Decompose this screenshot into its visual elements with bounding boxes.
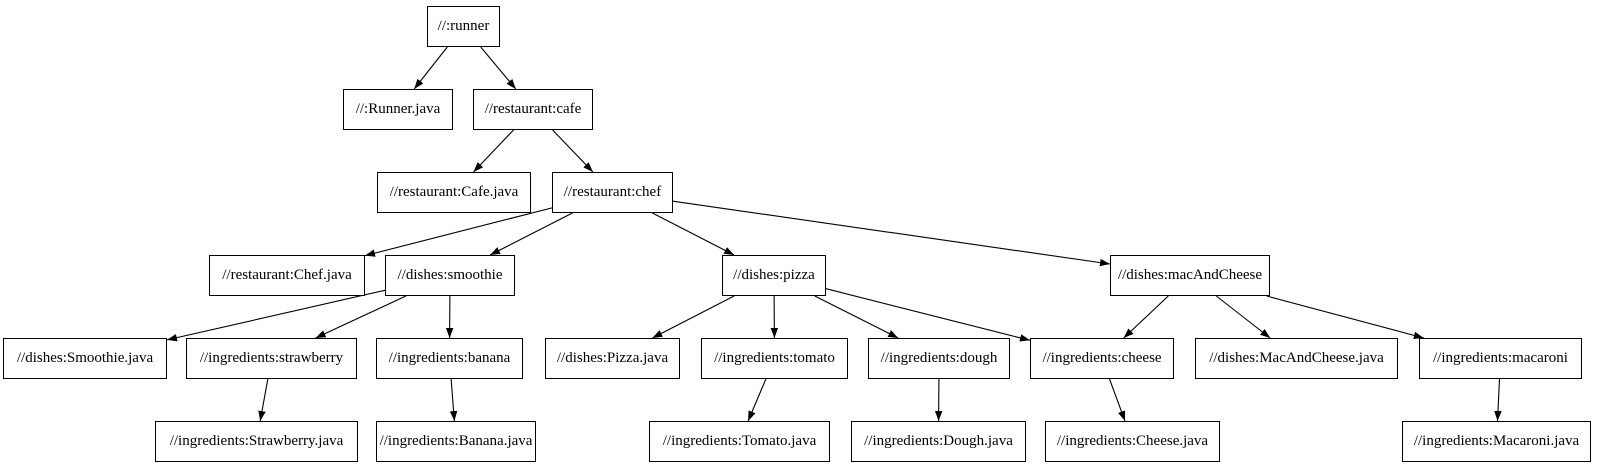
node-label: //dishes:pizza: [733, 267, 815, 283]
node-label: //ingredients:tomato: [714, 350, 835, 366]
node-label: //ingredients:strawberry: [199, 350, 344, 366]
edge-mac-to-macaroni: [1266, 295, 1424, 340]
edge-cheese-to-cheese_java: [1108, 378, 1126, 422]
graph-node-chef: //restaurant:chef: [552, 172, 673, 213]
graph-node-strawberry_java: //ingredients:Strawberry.java: [155, 421, 358, 462]
node-label: //ingredients:Dough.java: [864, 433, 1013, 449]
graph-node-mac: //dishes:macAndCheese: [1110, 255, 1270, 296]
graph-node-chef_java: //restaurant:Chef.java: [209, 255, 365, 296]
edge-runner-to-runner_java: [413, 46, 448, 90]
graph-node-smoothie: //dishes:smoothie: [385, 255, 515, 296]
graph-node-cheese: //ingredients:cheese: [1030, 338, 1174, 379]
node-label: //ingredients:Tomato.java: [662, 433, 817, 449]
graph-node-cheese_java: //ingredients:Cheese.java: [1045, 421, 1220, 462]
graph-node-runner: //:runner: [427, 6, 500, 47]
node-label: //ingredients:Cheese.java: [1056, 433, 1209, 449]
edge-chef-to-pizza: [652, 212, 735, 256]
node-label: //ingredients:Strawberry.java: [169, 433, 344, 449]
edge-tomato-to-tomato_java: [747, 378, 767, 422]
edge-mac-to-cheese: [1123, 295, 1169, 339]
graph-node-banana_java: //ingredients:Banana.java: [376, 421, 536, 462]
graph-node-cafe: //restaurant:cafe: [473, 89, 593, 130]
edge-pizza-to-dough: [814, 295, 899, 339]
node-label: //restaurant:Chef.java: [222, 267, 352, 283]
node-label: //ingredients:macaroni: [1433, 350, 1568, 366]
graph-node-pizza: //dishes:pizza: [722, 255, 826, 296]
node-label: //dishes:Smoothie.java: [16, 350, 154, 366]
edge-chef-to-chef_java: [364, 207, 553, 257]
node-label: //restaurant:chef: [563, 184, 662, 200]
edge-pizza-to-pizza_java: [652, 295, 735, 339]
edge-mac-to-mac_java: [1215, 295, 1271, 339]
graph-node-tomato: //ingredients:tomato: [701, 338, 848, 379]
edge-cafe-to-chef: [552, 129, 594, 173]
node-label: //dishes:MacAndCheese.java: [1209, 350, 1384, 366]
graph-node-tomato_java: //ingredients:Tomato.java: [649, 421, 830, 462]
graph-node-macaroni_java: //ingredients:Macaroni.java: [1402, 421, 1591, 462]
graph-node-smoothie_java: //dishes:Smoothie.java: [3, 338, 167, 379]
node-label: //:runner: [437, 18, 490, 34]
edge-runner-to-cafe: [480, 46, 517, 90]
node-label: //ingredients:dough: [880, 350, 998, 366]
edge-cafe-to-cafe_java: [473, 129, 514, 173]
edge-chef-to-mac: [672, 200, 1111, 267]
edge-pizza-to-cheese: [825, 288, 1031, 342]
edge-strawberry-to-strawberry_java: [258, 378, 269, 422]
edge-banana-to-banana_java: [449, 378, 458, 422]
graph-node-cafe_java: //restaurant:Cafe.java: [377, 172, 531, 213]
edge-smoothie-to-smoothie_java: [166, 289, 386, 342]
node-label: //dishes:Pizza.java: [556, 350, 669, 366]
edge-chef-to-smoothie: [489, 212, 573, 256]
node-label: //ingredients:cheese: [1042, 350, 1162, 366]
graph-node-mac_java: //dishes:MacAndCheese.java: [1195, 338, 1398, 379]
node-label: //dishes:smoothie: [397, 267, 503, 283]
node-label: //restaurant:Cafe.java: [389, 184, 519, 200]
node-label: //:Runner.java: [355, 101, 441, 117]
graph-node-strawberry: //ingredients:strawberry: [186, 338, 357, 379]
node-label: //dishes:macAndCheese: [1117, 267, 1263, 283]
node-label: //ingredients:Banana.java: [379, 433, 533, 449]
node-label: //ingredients:banana: [388, 350, 511, 366]
graph-node-runner_java: //:Runner.java: [343, 89, 453, 130]
edge-smoothie-to-strawberry: [315, 295, 407, 339]
graph-node-dough: //ingredients:dough: [868, 338, 1010, 379]
node-label: //restaurant:cafe: [484, 101, 582, 117]
graph-node-pizza_java: //dishes:Pizza.java: [545, 338, 680, 379]
node-label: //ingredients:Macaroni.java: [1413, 433, 1580, 449]
graph-node-banana: //ingredients:banana: [376, 338, 523, 379]
edge-macaroni-to-macaroni_java: [1494, 378, 1502, 422]
graph-node-macaroni: //ingredients:macaroni: [1419, 338, 1582, 379]
graph-node-dough_java: //ingredients:Dough.java: [851, 421, 1026, 462]
